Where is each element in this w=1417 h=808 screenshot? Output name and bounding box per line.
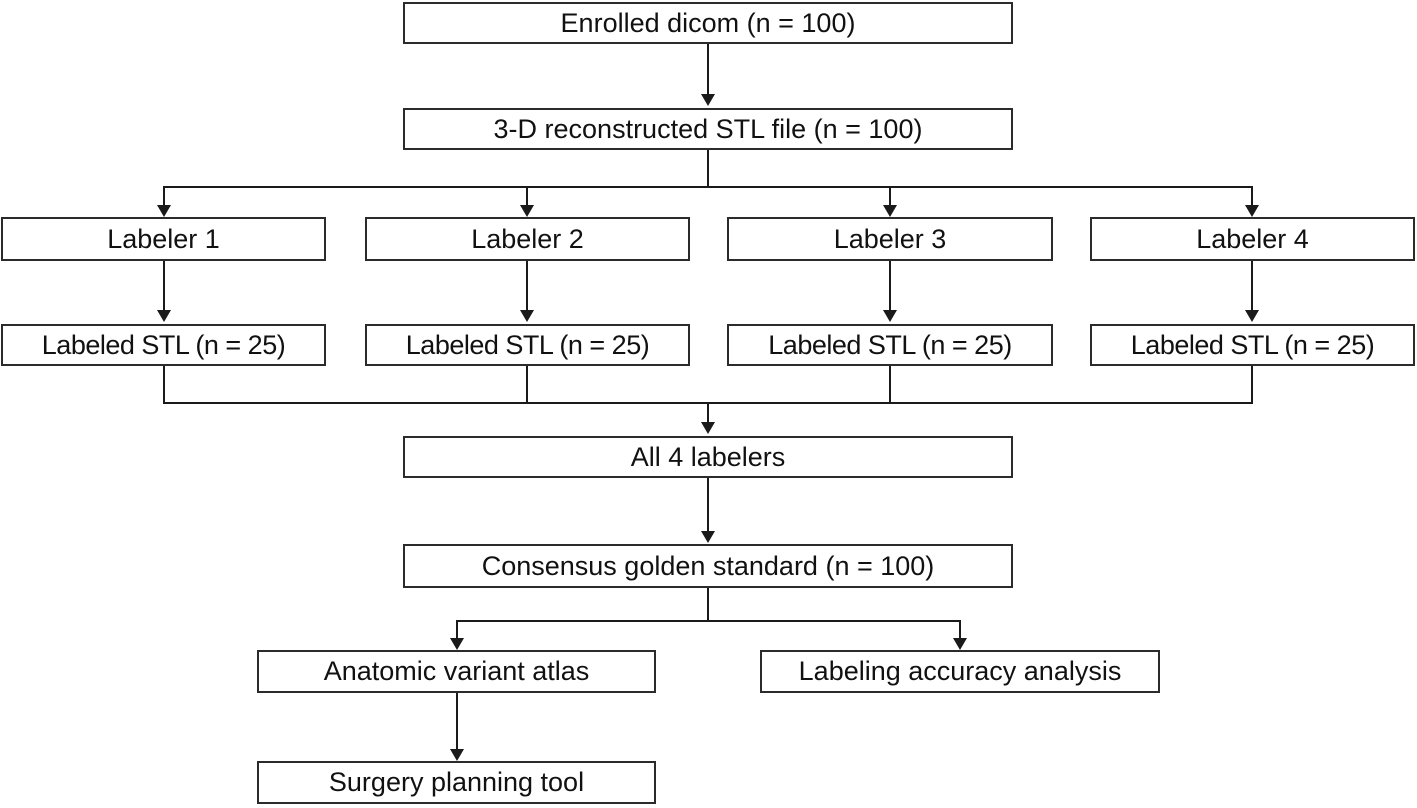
connector-labeler-2-to-stl (526, 261, 528, 312)
node-labeled-stl-1: Labeled STL (n = 25) (1, 324, 326, 366)
arrowhead-consensus-to-atlas (450, 638, 464, 650)
node-consensus-golden-standard-label: Consensus golden standard (n = 100) (481, 550, 935, 581)
node-labeled-stl-3-label: Labeled STL (n = 25) (768, 329, 1012, 360)
connector-consensus-split-bar (456, 620, 960, 622)
connector-merge-stem-4 (1251, 366, 1253, 404)
connector-all-labelers-to-consensus (707, 478, 709, 534)
arrowhead-labeler-3-to-stl (883, 310, 897, 322)
arrowhead-enrolled-to-reconstructed (701, 94, 715, 106)
connector-consensus-drop-right (959, 620, 961, 640)
node-labeled-stl-4: Labeled STL (n = 25) (1090, 324, 1415, 366)
node-labeled-stl-2: Labeled STL (n = 25) (365, 324, 690, 366)
arrowhead-all-labelers-to-consensus (701, 531, 715, 543)
node-labeler-1: Labeler 1 (1, 217, 326, 261)
connector-labeler-4-to-stl (1251, 261, 1253, 312)
node-labeling-accuracy-analysis: Labeling accuracy analysis (760, 650, 1160, 693)
node-labeled-stl-2-label: Labeled STL (n = 25) (405, 329, 650, 360)
node-labeler-3: Labeler 3 (727, 217, 1053, 261)
node-labeled-stl-4-label: Labeled STL (n = 25) (1130, 329, 1375, 360)
connector-reconstructed-stem (707, 150, 709, 188)
node-surgery-planning-tool: Surgery planning tool (257, 761, 656, 804)
connector-merge-stem-3 (889, 366, 891, 404)
connector-merge-stem-2 (526, 366, 528, 404)
arrowhead-split-to-labeler-4 (1245, 205, 1259, 217)
connector-labeler-1-to-stl (163, 261, 165, 312)
node-labeler-1-label: Labeler 1 (107, 223, 220, 254)
node-enrolled-dicom: Enrolled dicom (n = 100) (403, 2, 1013, 44)
node-labeled-stl-1-label: Labeled STL (n = 25) (41, 329, 286, 360)
connector-split-drop-2 (526, 186, 528, 207)
arrowhead-consensus-to-accuracy (953, 638, 967, 650)
node-consensus-golden-standard: Consensus golden standard (n = 100) (403, 544, 1013, 588)
arrowhead-split-to-labeler-1 (157, 205, 171, 217)
node-labeler-4: Labeler 4 (1090, 217, 1415, 261)
connector-labeler-split-bar (164, 186, 1252, 188)
arrowhead-merge-to-all-labelers (701, 422, 715, 434)
node-labeling-accuracy-analysis-label: Labeling accuracy analysis (798, 656, 1122, 686)
node-enrolled-dicom-label: Enrolled dicom (n = 100) (560, 7, 856, 38)
connector-merge-stem-1 (163, 366, 165, 404)
node-anatomic-variant-atlas-label: Anatomic variant atlas (323, 656, 590, 686)
node-all-4-labelers: All 4 labelers (403, 436, 1013, 478)
arrowhead-labeler-4-to-stl (1245, 310, 1259, 322)
node-surgery-planning-tool-label: Surgery planning tool (328, 767, 585, 797)
connector-split-drop-1 (163, 186, 165, 207)
connector-merge-to-all-labelers (707, 402, 709, 424)
node-labeler-3-label: Labeler 3 (833, 223, 947, 254)
node-labeler-2-label: Labeler 2 (471, 223, 584, 254)
node-reconstructed-stl: 3-D reconstructed STL file (n = 100) (403, 108, 1013, 150)
node-anatomic-variant-atlas: Anatomic variant atlas (257, 650, 656, 693)
connector-split-drop-3 (889, 186, 891, 207)
arrowhead-split-to-labeler-3 (883, 205, 897, 217)
node-reconstructed-stl-label: 3-D reconstructed STL file (n = 100) (493, 113, 923, 144)
connector-enrolled-to-reconstructed (707, 44, 709, 96)
node-labeled-stl-3: Labeled STL (n = 25) (727, 324, 1053, 366)
arrowhead-labeler-2-to-stl (520, 310, 534, 322)
arrowhead-atlas-to-surgery-tool (450, 749, 464, 761)
connector-atlas-to-surgery-tool (456, 693, 458, 751)
node-labeler-4-label: Labeler 4 (1196, 223, 1309, 254)
node-all-4-labelers-label: All 4 labelers (630, 441, 786, 472)
connector-consensus-drop-left (456, 620, 458, 640)
node-labeler-2: Labeler 2 (365, 217, 690, 261)
arrowhead-split-to-labeler-2 (520, 205, 534, 217)
arrowhead-labeler-1-to-stl (157, 310, 171, 322)
connector-split-drop-4 (1251, 186, 1253, 207)
connector-labeler-3-to-stl (889, 261, 891, 312)
connector-consensus-stem (707, 588, 709, 622)
